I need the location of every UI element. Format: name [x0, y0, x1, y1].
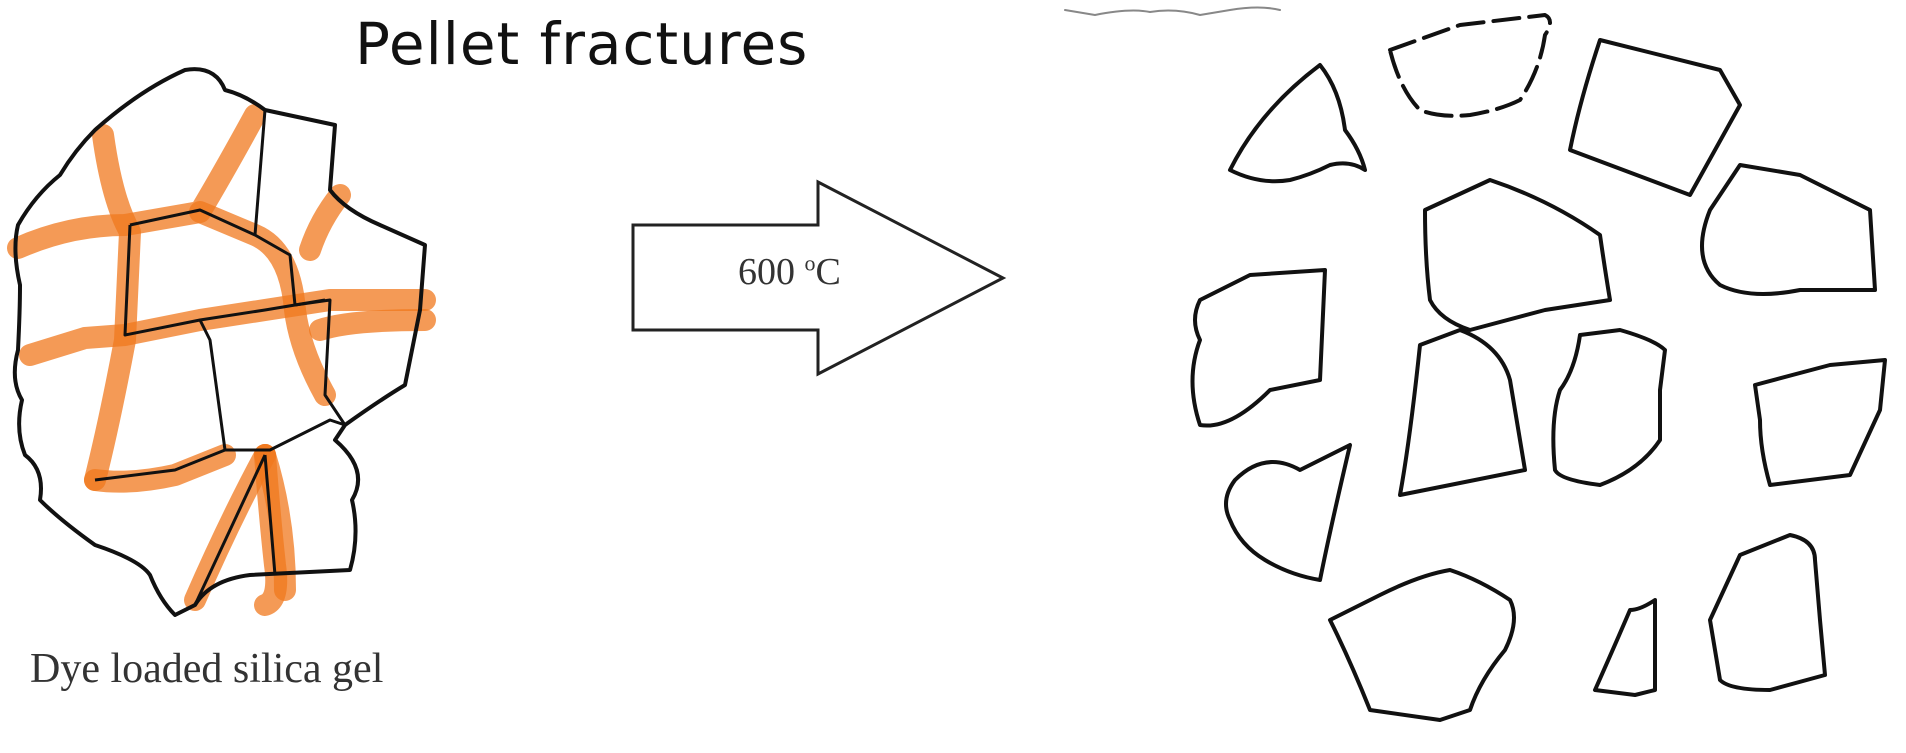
pellet-caption: Dye loaded silica gel	[30, 646, 384, 692]
diagram-title: Pellet fractures	[355, 10, 809, 78]
internal-fracture	[225, 418, 346, 452]
temperature-label: 600 oC	[738, 250, 888, 294]
fragment	[1328, 568, 1516, 722]
fragment	[1700, 163, 1877, 296]
process-arrow	[631, 179, 1007, 377]
internal-fracture	[263, 454, 277, 576]
fragment	[1568, 38, 1742, 197]
fracture-highlight	[309, 309, 436, 341]
temperature-degree: o	[804, 250, 816, 276]
fragment	[1423, 178, 1612, 332]
fragment	[1224, 443, 1352, 582]
fracture-highlight	[299, 184, 351, 261]
fragment	[1753, 358, 1887, 487]
fragment	[1190, 268, 1327, 428]
internal-fracture	[253, 109, 267, 236]
fragment	[1551, 328, 1667, 487]
fragment	[1228, 63, 1367, 184]
internal-fractures	[94, 109, 347, 606]
fragment	[1708, 533, 1827, 692]
fragment	[1398, 328, 1527, 497]
pellet-outline	[12, 67, 427, 617]
internal-fracture	[94, 448, 226, 482]
fragment	[1593, 598, 1657, 697]
fractured-fragments	[1064, 6, 1887, 722]
silica-gel-pellet	[7, 67, 436, 617]
fragment	[1388, 13, 1552, 118]
temperature-value: 600	[738, 251, 805, 293]
internal-fracture	[294, 298, 347, 426]
internal-fracture	[193, 454, 267, 606]
fragment	[1064, 6, 1281, 16]
fracture-highlight	[84, 444, 236, 493]
temperature-unit: C	[815, 251, 841, 293]
